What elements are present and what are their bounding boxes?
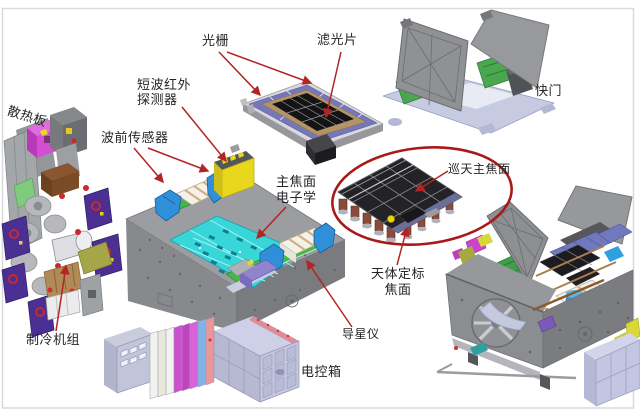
label-filter: 滤光片 [317,32,358,47]
arrow-wavefront-left [133,147,164,184]
cooling-brown-box [41,163,79,197]
arrow-survey-focal-plane [414,170,449,192]
arrow-grating-left [218,51,262,97]
arrow-filter [323,51,342,119]
arrow-grating-right [226,51,313,85]
label-grating: 光栅 [202,33,230,48]
survey-focal-plane-assembly [337,157,463,243]
radiator-cooling-assembly [1,107,123,338]
shutter-blade-left [395,18,469,112]
arrow-swir-detector [181,106,227,163]
label-shutter: 快门 [535,83,563,98]
calibration-unit-box [306,134,336,165]
ebox-left-section [104,327,154,394]
arrow-focal-plane-electronics [256,206,287,240]
survey-focal-plane-highlight-ellipse [331,146,513,246]
label-cooling-unit: 制冷机组 [26,332,81,347]
ebox-module-slats [149,316,215,400]
wavefront-sensor-left [154,189,182,222]
figure-frame-border [1,7,635,409]
ebox-main-section [213,316,300,403]
front-right-shelf [225,222,336,293]
main-camera-body [125,144,346,332]
camera-shutter-blade-left [486,201,549,286]
electronics-control-box [104,316,300,403]
swir-focal-plane-assembly [240,80,384,165]
label-swir-detector: 短波红外 探测器 [137,77,192,107]
label-focal-plane-electronics: 主焦面 电子学 [276,174,317,205]
integrated-camera-assembly [436,185,640,407]
label-calibration-focal-plane: 天体定标 焦面 [370,266,425,297]
arrow-calibration-focal-plane [396,226,410,266]
label-wavefront-sensor: 波前传感器 [101,130,169,145]
label-star-guider: 导星仪 [342,327,380,341]
shutter-assembly [382,9,556,135]
arrow-star-guider [306,259,353,328]
label-survey-main-focal-plane: 巡天主焦面 [448,162,511,176]
arrow-wavefront-right [147,147,210,173]
camera-electronics-box [584,333,640,407]
body-screws [138,238,337,316]
annotation-arrows [55,51,449,332]
label-electronics-box: 电控箱 [301,364,342,379]
arrow-cooling-unit [55,264,70,332]
shutter-blade-right [470,9,550,89]
